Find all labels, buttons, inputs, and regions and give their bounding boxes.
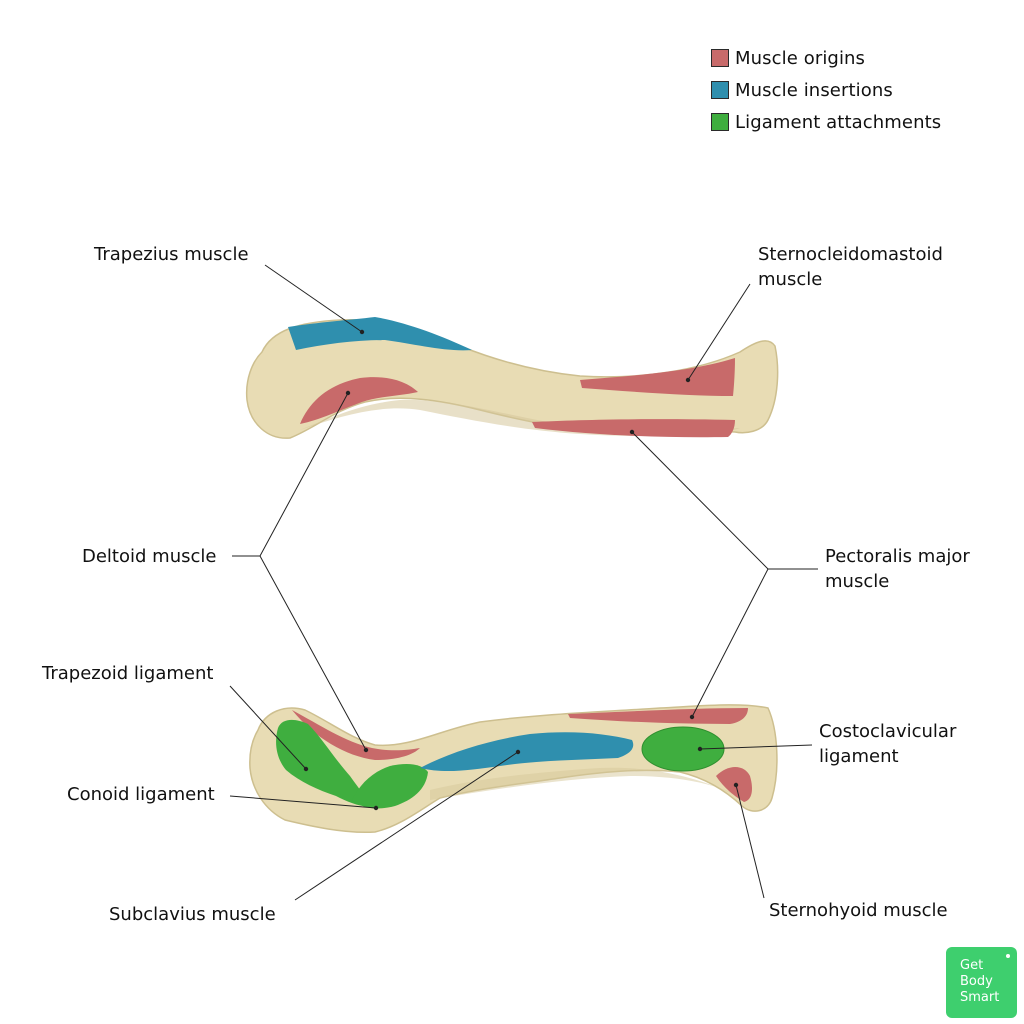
legend-item-ligaments: Ligament attachments <box>711 108 941 136</box>
leader-pectoralis-lower <box>691 568 769 718</box>
label-costo-line2: ligament <box>819 746 899 767</box>
label-deltoid-muscle: Deltoid muscle <box>82 546 217 567</box>
bone-shading-top <box>300 399 740 436</box>
leader-lines <box>229 264 818 901</box>
clavicle-superior-view <box>245 317 779 439</box>
logo-line3: Smart <box>960 990 1000 1005</box>
trapezius-insertion-area <box>288 317 472 351</box>
leader-deltoid-lower <box>259 555 367 751</box>
getbodysmart-logo: Get Body Smart <box>946 947 1017 1018</box>
legend-swatch-insertions <box>711 81 729 99</box>
leader-sternocleidomastoid <box>687 283 751 381</box>
leader-conoid <box>229 795 377 809</box>
legend-swatch-ligaments <box>711 113 729 131</box>
legend: Muscle origins Muscle insertions Ligamen… <box>711 44 941 140</box>
label-pect-line2: muscle <box>825 571 890 592</box>
label-trapezoid-ligament: Trapezoid ligament <box>42 663 214 684</box>
leader-dots <box>303 329 739 811</box>
trapezoid-ligament-area <box>276 719 372 807</box>
costoclavicular-ligament-area <box>641 726 725 772</box>
dot-sternohyoid <box>733 782 739 788</box>
dot-deltoid-bottom <box>363 747 369 753</box>
pectoralis-origin-area-bottom <box>568 708 748 724</box>
subclavius-insertion-area <box>420 732 634 772</box>
dot-pectoralis-bottom <box>689 714 695 720</box>
label-costo-line1: Costoclavicular <box>819 721 957 742</box>
label-pectoralis-major-muscle: Pectoralis major muscle <box>825 544 970 594</box>
label-costoclavicular-ligament: Costoclavicular ligament <box>819 719 956 769</box>
conoid-ligament-area <box>352 764 428 809</box>
leader-trapezius <box>264 264 363 333</box>
legend-swatch-origins <box>711 49 729 67</box>
deltoid-origin-area-top <box>300 377 418 424</box>
label-sternohyoid-muscle: Sternohyoid muscle <box>769 900 948 921</box>
pectoralis-origin-area-top <box>532 419 735 438</box>
legend-label-ligaments: Ligament attachments <box>735 111 942 133</box>
legend-item-origins: Muscle origins <box>711 44 941 72</box>
label-pect-line1: Pectoralis major <box>825 546 970 567</box>
label-trapezius-muscle: Trapezius muscle <box>94 244 249 265</box>
legend-label-insertions: Muscle insertions <box>735 79 893 101</box>
leader-subclavius <box>294 751 519 901</box>
leader-pectoralis <box>631 431 818 570</box>
dot-deltoid-top <box>345 390 351 396</box>
leader-sternohyoid <box>735 784 765 899</box>
dot-sternocleidomastoid <box>685 377 691 383</box>
leader-trapezoid <box>229 685 307 770</box>
bone-shading-bottom <box>430 767 745 800</box>
dot-pectoralis-top <box>629 429 635 435</box>
leader-costoclavicular <box>699 744 813 750</box>
logo-dot <box>1006 954 1010 958</box>
deltoid-origin-area-bottom <box>292 710 420 760</box>
label-subclavius-muscle: Subclavius muscle <box>109 904 276 925</box>
dot-costoclavicular <box>697 746 703 752</box>
dot-subclavius <box>515 749 521 755</box>
dot-trapezius <box>359 329 365 335</box>
label-conoid-ligament: Conoid ligament <box>67 784 215 805</box>
label-scm-line2: muscle <box>758 269 823 290</box>
label-scm-line1: Sternocleidomastoid <box>758 244 943 265</box>
dot-conoid <box>373 805 379 811</box>
legend-label-origins: Muscle origins <box>735 47 866 69</box>
logo-line2: Body <box>960 974 993 989</box>
clavicle-inferior-view <box>249 704 778 834</box>
label-sternocleidomastoid-muscle: Sternocleidomastoid muscle <box>758 242 943 292</box>
logo-line1: Get <box>960 958 984 973</box>
dot-trapezoid <box>303 766 309 772</box>
legend-item-insertions: Muscle insertions <box>711 76 941 104</box>
